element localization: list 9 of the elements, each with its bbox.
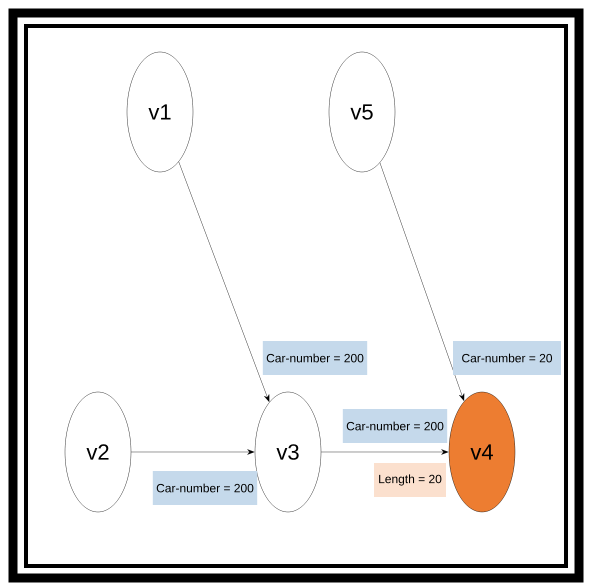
arrow (380, 162, 464, 401)
edge-label: Car-number = 20 (453, 341, 561, 375)
edge-label: Car-number = 200 (262, 341, 368, 375)
edge-label: Car-number = 200 (342, 409, 448, 443)
arrow (321, 449, 448, 455)
arrow (178, 162, 270, 402)
arrow (131, 449, 254, 455)
length-label: Length = 20 (374, 463, 446, 497)
edge-label: Car-number = 200 (152, 471, 258, 505)
